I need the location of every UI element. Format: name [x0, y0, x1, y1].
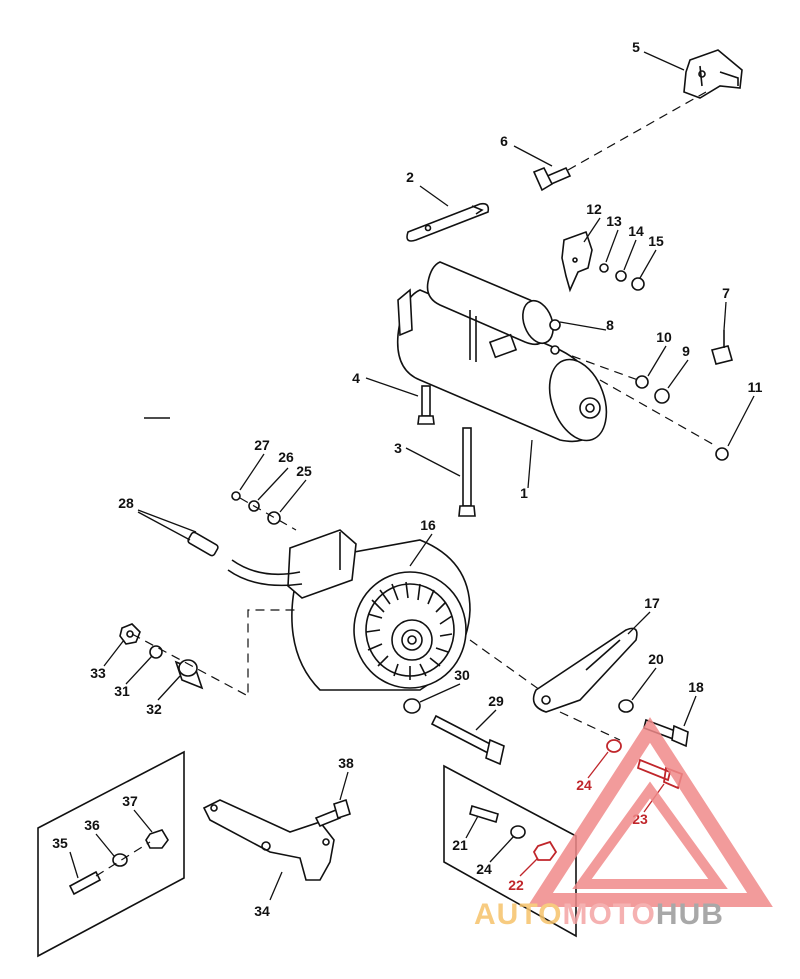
callout-4: 4 — [352, 370, 360, 386]
callout-13: 13 — [606, 213, 622, 229]
callout-30: 30 — [454, 667, 470, 683]
part-5-bracket — [683, 49, 743, 99]
part-14-lockwasher — [615, 270, 627, 282]
callout-11: 11 — [748, 379, 763, 395]
callout-16: 16 — [420, 517, 436, 533]
callout-24: 24 — [476, 861, 492, 877]
part-17-brace — [532, 627, 638, 713]
callout-37: 37 — [122, 793, 138, 809]
callout-6: 6 — [500, 133, 508, 149]
part-11-nut — [715, 447, 729, 461]
alternator — [287, 529, 471, 691]
callout-14: 14 — [628, 223, 644, 239]
callout-10: 10 — [656, 329, 672, 345]
callout-labels: 1234567891011121314151617182021222324242… — [52, 39, 762, 919]
watermark-triangle-icon — [527, 717, 773, 907]
part-2-shield — [406, 202, 490, 242]
callout-24: 24 — [576, 777, 592, 793]
callout-12: 12 — [586, 201, 602, 217]
part-13-washer — [599, 263, 609, 273]
part-33-nut — [119, 623, 141, 645]
watermark: AUTOMOTOHUB — [474, 717, 773, 931]
callout-38: 38 — [338, 755, 354, 771]
part-20-washer — [618, 699, 634, 713]
watermark-inner-triangle-icon — [572, 781, 728, 889]
callout-33: 33 — [90, 665, 106, 681]
part-10-washer — [635, 375, 649, 389]
callout-26: 26 — [278, 449, 294, 465]
part-24-washer — [510, 825, 526, 839]
callout-32: 32 — [146, 701, 162, 717]
part-9-nut — [654, 388, 670, 404]
callout-29: 29 — [488, 693, 504, 709]
part-32-spacer — [174, 659, 204, 690]
part-27 — [231, 491, 241, 501]
callout-7: 7 — [722, 285, 730, 301]
part-30-washer — [403, 698, 421, 714]
callout-21: 21 — [452, 837, 468, 853]
callout-34: 34 — [254, 903, 270, 919]
callout-15: 15 — [648, 233, 664, 249]
part-3-bolt — [458, 427, 476, 517]
part-29-bolt — [430, 714, 505, 766]
callout-2: 2 — [406, 169, 414, 185]
callout-35: 35 — [52, 835, 68, 851]
watermark-word-moto: MOTO — [562, 898, 655, 931]
callout-1: 1 — [520, 485, 528, 501]
svg-text:AUTOMOTOHUB: AUTOMOTOHUB — [474, 898, 724, 931]
part-36-washer — [112, 853, 128, 867]
callout-9: 9 — [682, 343, 690, 359]
detail-box-left — [37, 750, 185, 958]
callout-27: 27 — [254, 437, 270, 453]
part-4-bolt — [417, 385, 435, 425]
part-15-nut — [631, 277, 645, 291]
starter-motor — [396, 261, 608, 443]
part-35-stud — [68, 870, 102, 896]
callout-3: 3 — [394, 440, 402, 456]
callout-36: 36 — [84, 817, 100, 833]
part-6-bolt — [532, 166, 572, 192]
part-37-nut — [145, 829, 169, 849]
callout-28: 28 — [118, 495, 134, 511]
part-34-bracket — [202, 799, 335, 881]
callout-8: 8 — [606, 317, 614, 333]
callout-22: 22 — [508, 877, 524, 893]
callout-25: 25 — [296, 463, 312, 479]
part-38-bolt — [314, 798, 351, 828]
callout-31: 31 — [114, 683, 130, 699]
part-21-stud — [469, 804, 499, 824]
part-28-sleeve — [187, 531, 219, 557]
detail-box-right — [443, 764, 577, 938]
callout-18: 18 — [688, 679, 704, 695]
leader-lines — [69, 51, 755, 901]
watermark-word-hub: HUB — [656, 898, 724, 931]
part-25 — [267, 511, 281, 525]
part-22-nut-red — [532, 840, 558, 861]
part-24-washer-red — [606, 739, 622, 753]
callout-17: 17 — [644, 595, 660, 611]
part-7-screw — [711, 330, 733, 365]
part-12-terminal — [561, 230, 593, 293]
callout-20: 20 — [648, 651, 664, 667]
callout-5: 5 — [632, 39, 640, 55]
watermark-word-auto: AUTO — [474, 898, 562, 931]
